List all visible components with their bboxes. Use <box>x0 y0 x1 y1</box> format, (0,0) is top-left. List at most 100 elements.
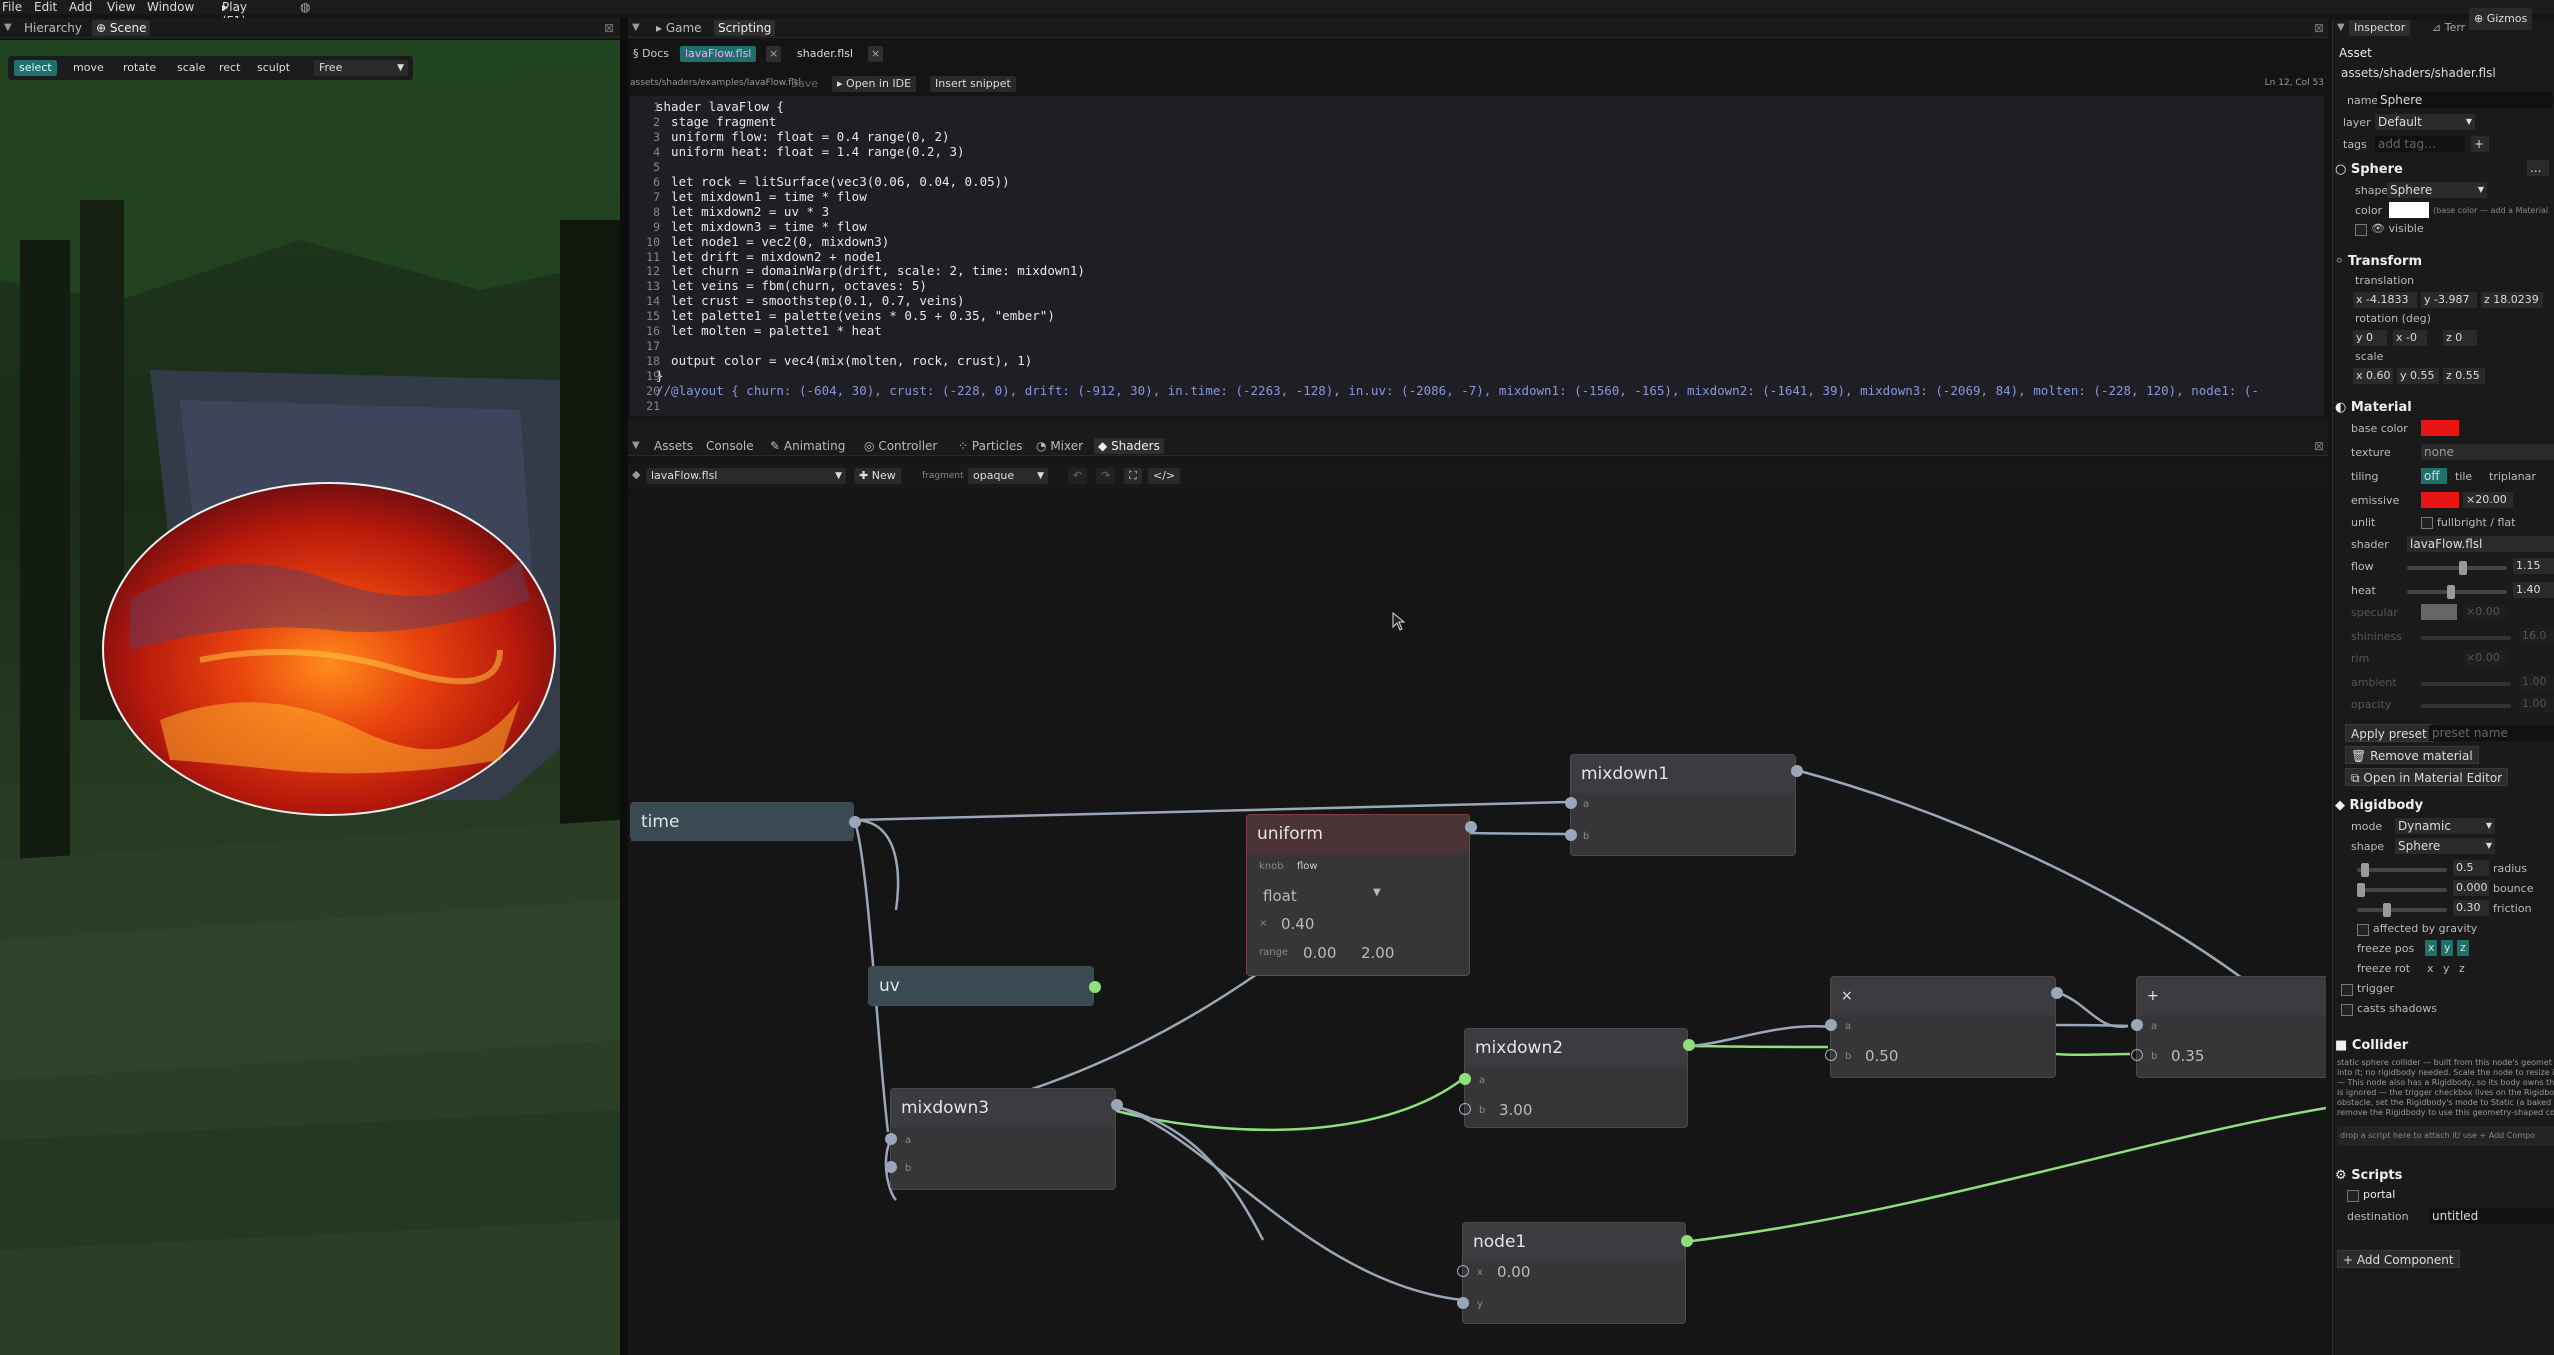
node-uv[interactable]: uv <box>868 966 1101 1006</box>
range-min[interactable]: 0.00 <box>1303 944 1337 962</box>
tool-scale[interactable]: scale <box>177 61 206 74</box>
translation-x[interactable]: x -4.1833 <box>2353 292 2417 308</box>
flow-value[interactable]: 1.15 <box>2513 558 2554 574</box>
emissive-multiplier[interactable]: ×20.00 <box>2463 492 2513 508</box>
translation-z[interactable]: z 18.0239 <box>2481 292 2543 308</box>
fit-view-icon[interactable]: ⛶ <box>1124 468 1142 484</box>
file-tab-lavaflow[interactable]: lavaFlow.flsl <box>680 46 757 62</box>
tab-scene[interactable]: ⊕ Scene <box>92 20 151 36</box>
layer-select[interactable]: Default▼ <box>2375 114 2475 130</box>
rotation-z[interactable]: z 0 <box>2443 330 2477 346</box>
tab-game[interactable]: ▸ Game <box>656 21 702 35</box>
tab-scripting[interactable]: Scripting <box>714 20 776 36</box>
specular-swatch[interactable] <box>2421 604 2457 620</box>
node-add[interactable]: + a b 0.35 <box>2131 976 2326 1078</box>
shader-select[interactable]: lavaFlow.flsl <box>2407 536 2554 552</box>
redo-icon[interactable]: ↷ <box>1096 468 1116 484</box>
unlit-checkbox[interactable] <box>2421 517 2433 529</box>
specular-value[interactable]: ×0.00 <box>2463 604 2507 620</box>
panel-collapse-icon[interactable]: ▼ <box>4 22 12 33</box>
destination-field[interactable]: untitled <box>2429 1208 2554 1224</box>
node-time[interactable]: time <box>630 802 861 841</box>
input-port-a[interactable] <box>885 1133 897 1145</box>
insert-snippet-button[interactable]: Insert snippet <box>930 76 1016 92</box>
code-line[interactable]: let crust = smoothstep(0.1, 0.7, veins) <box>656 293 965 309</box>
input-port-a[interactable] <box>1459 1073 1471 1085</box>
shadows-checkbox[interactable] <box>2341 1004 2353 1016</box>
freeze-rot-z[interactable]: z <box>2459 962 2465 975</box>
open-ide-button[interactable]: ▸ Open in IDE <box>832 76 917 92</box>
tab-terrain[interactable]: ⊿ Terr <box>2432 21 2466 34</box>
input-port-b[interactable] <box>1565 829 1577 841</box>
tool-rotate[interactable]: rotate <box>123 61 157 74</box>
gizmos-button[interactable]: ⊕ Gizmos <box>2469 8 2533 30</box>
code-line[interactable]: output color = vec4(mix(molten, rock, cr… <box>656 353 1033 369</box>
freeze-pos-y[interactable]: y <box>2441 940 2453 956</box>
rigidbody-section[interactable]: ◆ Rigidbody <box>2335 798 2424 813</box>
gravity-checkbox[interactable] <box>2357 924 2369 936</box>
tool-rect[interactable]: rect <box>219 61 241 74</box>
opacity-value[interactable]: 1.00 <box>2519 696 2554 712</box>
tiling-tile[interactable]: tile <box>2455 470 2473 483</box>
emissive-swatch[interactable] <box>2421 492 2459 508</box>
type-select[interactable]: float ▼ <box>1263 887 1381 905</box>
more-button[interactable]: ... <box>2527 160 2549 176</box>
input-port-b[interactable] <box>885 1161 897 1173</box>
node-mixdown3[interactable]: mixdown3 a b <box>885 1088 1123 1190</box>
input-port-a[interactable] <box>2131 1019 2143 1031</box>
portal-checkbox[interactable] <box>2347 1190 2359 1202</box>
bounce-value[interactable]: 0.000 <box>2453 880 2489 896</box>
output-port[interactable] <box>1465 821 1477 833</box>
tiling-triplanar[interactable]: triplanar <box>2489 470 2536 483</box>
scale-z[interactable]: z 0.55 <box>2443 368 2485 384</box>
tab-controller[interactable]: ◎ Controller <box>864 439 938 453</box>
preset-name-input[interactable]: preset name <box>2429 725 2554 741</box>
save-button[interactable]: Save <box>791 77 819 90</box>
code-line[interactable]: stage fragment <box>656 113 777 129</box>
rotation-y[interactable]: y 0 <box>2353 330 2387 346</box>
menu-file[interactable]: File <box>2 0 23 14</box>
tool-sculpt[interactable]: sculpt <box>257 61 291 74</box>
ambient-slider[interactable] <box>2421 682 2511 686</box>
camera-mode-select[interactable]: Free▼ <box>314 60 408 76</box>
code-line[interactable]: let molten = palette1 * heat <box>656 323 882 339</box>
close-tab-icon[interactable]: × <box>868 46 884 62</box>
scene-viewport[interactable]: select move rotate scale rect sculpt Fre… <box>0 40 620 1355</box>
menu-window[interactable]: Window <box>147 0 195 14</box>
tab-assets[interactable]: Assets <box>654 439 694 453</box>
open-material-editor-button[interactable]: ⧉ Open in Material Editor <box>2345 768 2509 786</box>
file-tab-shader[interactable]: shader.flsl <box>797 47 853 60</box>
code-line[interactable]: let node1 = vec2(0, mixdown3) <box>656 233 890 249</box>
rigidbody-shape-select[interactable]: Sphere▼ <box>2395 838 2495 854</box>
range-max[interactable]: 2.00 <box>1361 944 1395 962</box>
radius-slider-handle[interactable] <box>2361 863 2369 877</box>
trigger-checkbox[interactable] <box>2341 984 2353 996</box>
code-line[interactable]: let rock = litSurface(vec3(0.06, 0.04, 0… <box>656 173 1010 189</box>
tab-shaders[interactable]: ◆ Shaders <box>1094 438 1164 454</box>
name-field[interactable]: Sphere <box>2377 92 2553 108</box>
panel-collapse-icon[interactable]: ▼ <box>2337 22 2345 33</box>
shininess-slider[interactable] <box>2421 636 2511 640</box>
sphere-color-swatch[interactable] <box>2389 202 2429 218</box>
rotation-x[interactable]: x -0 <box>2393 330 2427 346</box>
flow-slider[interactable] <box>2407 566 2507 570</box>
undo-icon[interactable]: ↶ <box>1068 468 1088 484</box>
scripts-section[interactable]: ⚙ Scripts <box>2335 1168 2403 1183</box>
uniform-value[interactable]: 0.40 <box>1281 915 1315 933</box>
output-port[interactable] <box>1111 1099 1123 1111</box>
tab-mixer[interactable]: ◔ Mixer <box>1036 439 1084 453</box>
menu-add[interactable]: Add <box>69 0 93 14</box>
code-line[interactable]: shader lavaFlow { <box>656 99 784 114</box>
code-line[interactable]: uniform flow: float = 0.4 range(0, 2) <box>656 128 950 144</box>
input-port-a[interactable] <box>1565 797 1577 809</box>
bounce-slider-handle[interactable] <box>2357 883 2365 897</box>
tab-animating[interactable]: ✎ Animating <box>770 439 846 453</box>
shininess-value[interactable]: 16.0 <box>2519 628 2554 644</box>
tag-input[interactable]: add tag… <box>2375 136 2465 152</box>
code-line[interactable]: uniform heat: float = 1.4 range(0.2, 3) <box>656 143 965 159</box>
code-line[interactable]: let palette1 = palette(veins * 0.5 + 0.3… <box>656 308 1055 324</box>
splitter[interactable] <box>620 18 628 1355</box>
tool-move[interactable]: move <box>73 61 104 74</box>
output-port[interactable] <box>1089 981 1101 993</box>
mixdown2-b-value[interactable]: 3.00 <box>1499 1101 1533 1119</box>
